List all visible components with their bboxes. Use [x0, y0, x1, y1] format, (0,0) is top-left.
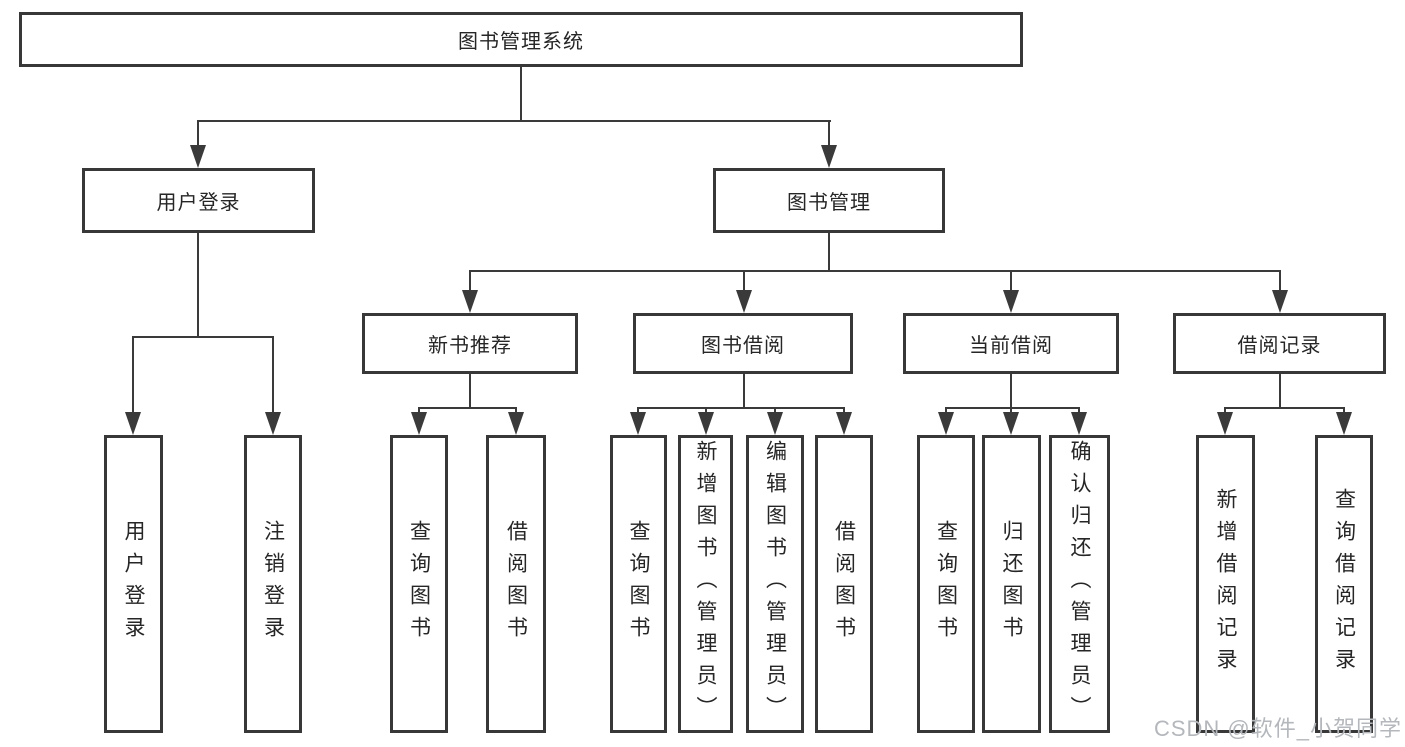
node-label: 图书管理 — [787, 192, 871, 214]
arrow-down-icon — [938, 412, 954, 435]
node-label: 编辑图书（管理员） — [763, 440, 787, 728]
node-label: 用户登录 — [156, 192, 241, 214]
connector-drop — [945, 407, 947, 414]
arrow-down-icon — [1071, 412, 1087, 435]
leaf-logout: 注销登录 — [244, 435, 302, 733]
csdn-watermark: CSDN @软件_小贺同学 — [1153, 716, 1402, 741]
connector-records-bar — [1224, 407, 1345, 409]
arrow-down-icon — [698, 412, 714, 435]
leaf-query-borrow-record: 查询借阅记录 — [1315, 435, 1373, 733]
node-label: 借阅图书 — [504, 520, 528, 648]
node-root-library-system: 图书管理系统 — [19, 12, 1023, 67]
arrow-down-icon — [736, 290, 752, 313]
arrow-down-icon — [265, 412, 281, 435]
connector-drop — [1224, 407, 1226, 414]
leaf-return-books: 归还图书 — [982, 435, 1041, 733]
connector-drop — [1343, 407, 1345, 414]
connector-drop — [637, 407, 639, 414]
connector-drop-leaf-logout — [272, 336, 274, 412]
connector-drop-user-login — [197, 120, 199, 148]
node-label: 当前借阅 — [969, 335, 1053, 357]
node-label: 新增图书（管理员） — [694, 440, 717, 728]
connector-drop — [418, 407, 420, 414]
leaf-query-books-current: 查询图书 — [917, 435, 975, 733]
arrow-down-icon — [411, 412, 427, 435]
node-label: 查询图书 — [934, 520, 958, 648]
connector-root-stem — [520, 67, 522, 120]
connector-drop-book-borrow — [743, 270, 745, 291]
arrow-down-icon — [462, 290, 478, 313]
connector-newbook-bar — [418, 407, 517, 409]
arrow-down-icon — [767, 412, 783, 435]
node-label: 用户登录 — [122, 520, 145, 648]
connector-book-mgmt-bar — [469, 270, 1281, 272]
node-current-borrowing: 当前借阅 — [903, 313, 1119, 374]
arrow-down-icon — [508, 412, 524, 435]
node-label: 图书管理系统 — [458, 31, 584, 53]
node-label: 查询图书 — [627, 520, 650, 648]
leaf-add-borrow-record: 新增借阅记录 — [1196, 435, 1255, 733]
node-label: 查询图书 — [407, 520, 431, 648]
node-book-management: 图书管理 — [713, 168, 945, 233]
connector-drop — [705, 407, 707, 414]
leaf-query-books-borrowing: 查询图书 — [610, 435, 667, 733]
connector-drop-book-mgmt — [828, 120, 830, 148]
connector-newbook-stem — [469, 374, 471, 407]
leaf-borrow-books-recommend: 借阅图书 — [486, 435, 546, 733]
arrow-down-icon — [1003, 412, 1019, 435]
arrow-down-icon — [836, 412, 852, 435]
connector-drop-borrow-records — [1279, 270, 1281, 291]
connector-drop — [1010, 407, 1012, 414]
connector-drop — [774, 407, 776, 414]
connector-bookborrow-bar — [637, 407, 845, 409]
node-book-borrowing: 图书借阅 — [633, 313, 853, 374]
node-label: 注销登录 — [261, 520, 285, 648]
arrow-down-icon — [821, 145, 837, 168]
arrow-down-icon — [630, 412, 646, 435]
arrow-down-icon — [1003, 290, 1019, 313]
arrow-down-icon — [1272, 290, 1288, 313]
node-user-login: 用户登录 — [82, 168, 315, 233]
connector-user-login-bar — [132, 336, 274, 338]
connector-user-login-stem — [197, 233, 199, 336]
connector-root-bar — [197, 120, 831, 122]
connector-currentborrow-bar — [945, 407, 1080, 409]
arrow-down-icon — [190, 145, 206, 168]
leaf-confirm-return-admin: 确认归还（管理员） — [1049, 435, 1110, 733]
connector-records-stem — [1279, 374, 1281, 407]
node-new-book-recommend: 新书推荐 — [362, 313, 578, 374]
leaf-user-login: 用户登录 — [104, 435, 163, 733]
connector-drop — [515, 407, 517, 414]
node-label: 图书借阅 — [701, 335, 785, 357]
connector-currentborrow-stem — [1010, 374, 1012, 407]
node-label: 查询借阅记录 — [1332, 488, 1356, 680]
connector-drop — [843, 407, 845, 414]
node-label: 新书推荐 — [428, 335, 512, 357]
connector-drop-current-borrow — [1010, 270, 1012, 291]
node-label: 借阅图书 — [832, 520, 856, 648]
node-borrowing-records: 借阅记录 — [1173, 313, 1386, 374]
leaf-add-books-admin: 新增图书（管理员） — [678, 435, 733, 733]
leaf-query-books-recommend: 查询图书 — [390, 435, 448, 733]
arrow-down-icon — [1336, 412, 1352, 435]
node-label: 借阅记录 — [1237, 335, 1322, 357]
node-label: 新增借阅记录 — [1214, 488, 1237, 680]
leaf-edit-books-admin: 编辑图书（管理员） — [746, 435, 804, 733]
connector-drop — [1078, 407, 1080, 414]
connector-drop-new-book — [469, 270, 471, 291]
connector-drop-leaf-login — [132, 336, 134, 412]
connector-book-mgmt-stem — [828, 233, 830, 270]
node-label: 归还图书 — [1000, 520, 1023, 648]
node-label: 确认归还（管理员） — [1068, 440, 1091, 728]
arrow-down-icon — [125, 412, 141, 435]
arrow-down-icon — [1217, 412, 1233, 435]
connector-bookborrow-stem — [743, 374, 745, 407]
leaf-borrow-books-borrowing: 借阅图书 — [815, 435, 873, 733]
